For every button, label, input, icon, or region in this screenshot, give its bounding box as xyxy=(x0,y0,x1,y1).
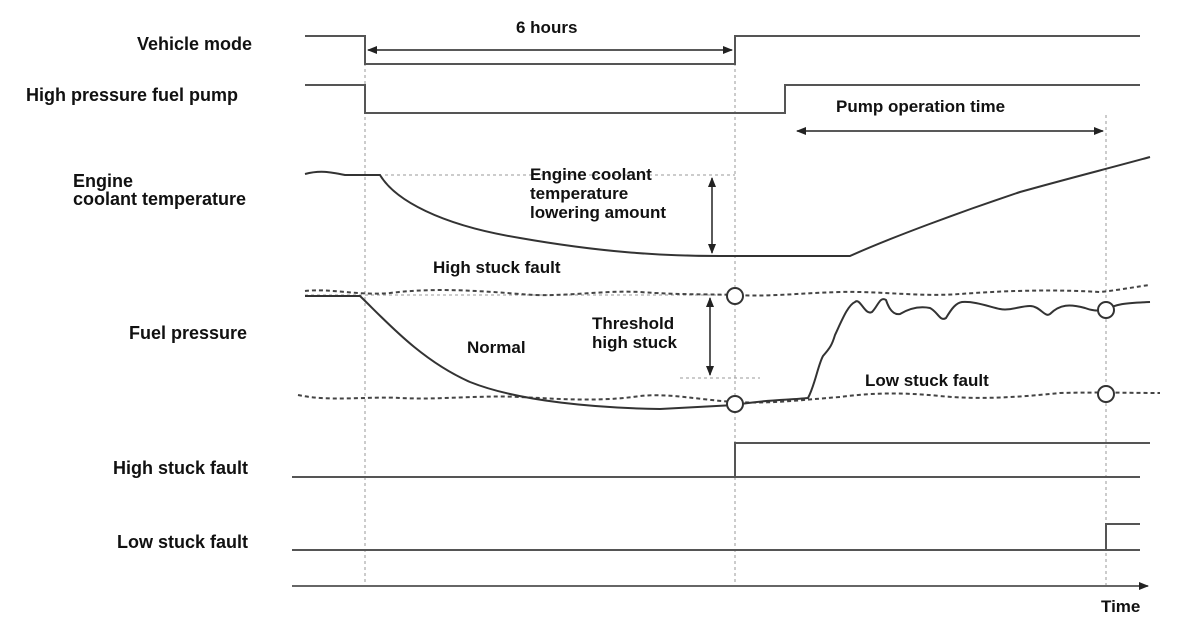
pressure-marker-end xyxy=(1097,301,1115,319)
annotation-coolant-lowering-3: lowering amount xyxy=(530,203,666,222)
annotation-threshold-2: high stuck xyxy=(592,333,678,352)
coolant-temp-curve xyxy=(304,156,1151,257)
annotation-low-stuck-fault: Low stuck fault xyxy=(865,371,989,390)
time-axis-label: Time xyxy=(1101,597,1140,616)
label-low-stuck-fault: Low stuck fault xyxy=(117,532,248,552)
low-crossing-marker xyxy=(726,395,744,413)
low-stuck-flag-signal xyxy=(1105,523,1140,550)
label-hp-fuel-pump: High pressure fuel pump xyxy=(26,85,238,105)
low-stuck-detect-marker xyxy=(1097,385,1115,403)
annotation-high-stuck-fault: High stuck fault xyxy=(433,258,561,277)
annotation-pump-operation-time: Pump operation time xyxy=(836,97,1005,116)
time-guides xyxy=(364,45,1107,585)
label-high-stuck-fault: High stuck fault xyxy=(113,458,248,478)
fuel-pump-signal xyxy=(305,84,1140,114)
annotation-threshold-1: Threshold xyxy=(592,314,674,333)
high-stuck-detect-marker xyxy=(726,287,744,305)
label-vehicle-mode: Vehicle mode xyxy=(137,34,252,54)
annotation-six-hours: 6 hours xyxy=(516,18,577,37)
annotation-coolant-lowering-1: Engine coolant xyxy=(530,165,652,184)
label-engine-coolant-2: coolant temperature xyxy=(73,189,246,209)
label-fuel-pressure: Fuel pressure xyxy=(129,323,247,343)
vehicle-mode-signal xyxy=(305,35,1140,65)
high-stuck-flag-signal xyxy=(734,442,1150,477)
fuel-pressure-curve xyxy=(305,295,1151,411)
label-engine-coolant-1: Engine xyxy=(73,171,133,191)
annotation-coolant-lowering-2: temperature xyxy=(530,184,628,203)
annotation-normal: Normal xyxy=(467,338,526,357)
